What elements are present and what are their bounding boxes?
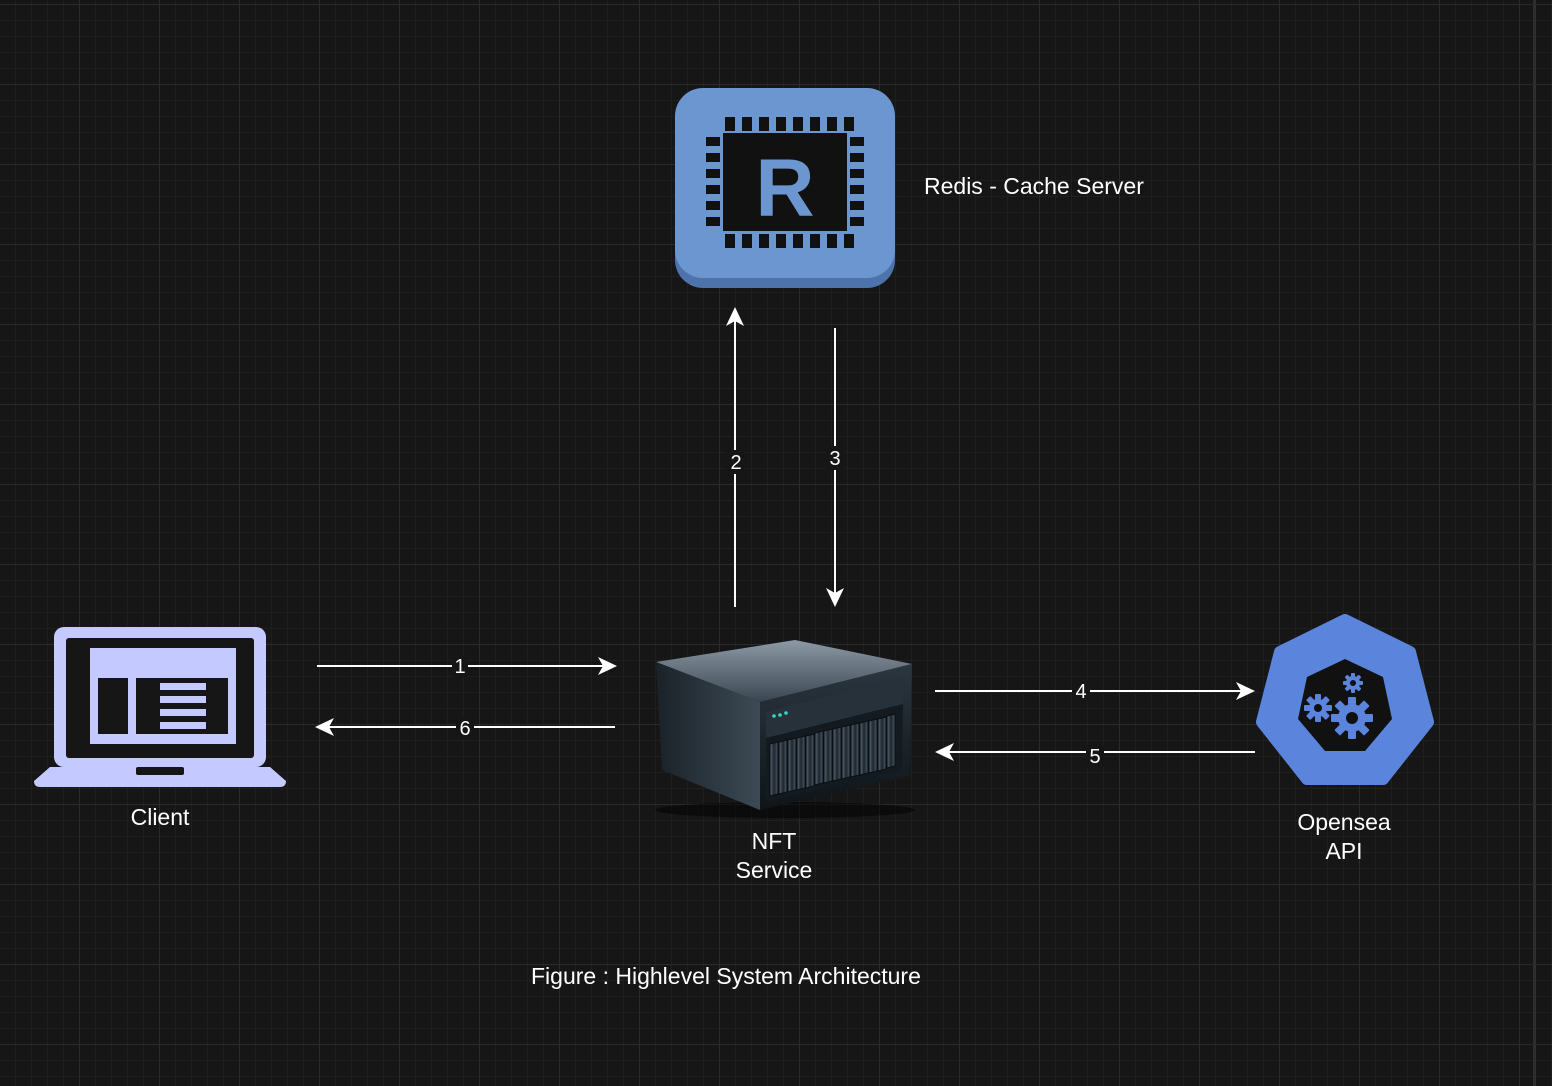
gears-heptagon-icon[interactable] xyxy=(1256,614,1434,785)
redis-node-label: Redis - Cache Server xyxy=(924,173,1144,199)
server-icon[interactable] xyxy=(655,640,915,818)
edge-5-label: 5 xyxy=(1089,746,1100,768)
edge-4-arrowhead xyxy=(1236,682,1255,700)
edge-6-arrowhead xyxy=(315,718,334,736)
canvas-right-border xyxy=(1533,0,1536,1086)
redis-chip-letter: R xyxy=(755,143,814,234)
edge-4-label: 4 xyxy=(1075,681,1086,703)
redis-chip-icon[interactable]: R xyxy=(675,88,895,288)
edge-1-label: 1 xyxy=(454,656,465,678)
edge-3-label: 3 xyxy=(829,448,840,470)
edge-2-label: 2 xyxy=(730,452,741,474)
nft-service-node-label: NFT Service xyxy=(736,827,813,885)
nft-service-label-line1: NFT xyxy=(751,828,797,854)
nft-service-label-line2: Service xyxy=(735,857,813,883)
edge-5-arrowhead xyxy=(935,743,954,761)
opensea-label-line2: API xyxy=(1325,838,1363,864)
edge-1-arrowhead xyxy=(598,657,617,675)
opensea-label-line1: Opensea xyxy=(1297,809,1391,835)
laptop-icon[interactable] xyxy=(34,627,286,787)
edge-2-arrowhead xyxy=(726,307,744,326)
client-node-label: Client xyxy=(130,804,190,830)
figure-caption: Figure : Highlevel System Architecture xyxy=(531,963,921,989)
edge-6-label: 6 xyxy=(459,718,470,740)
opensea-node-label: Opensea API xyxy=(1297,808,1390,866)
edge-3-arrowhead xyxy=(826,588,844,607)
